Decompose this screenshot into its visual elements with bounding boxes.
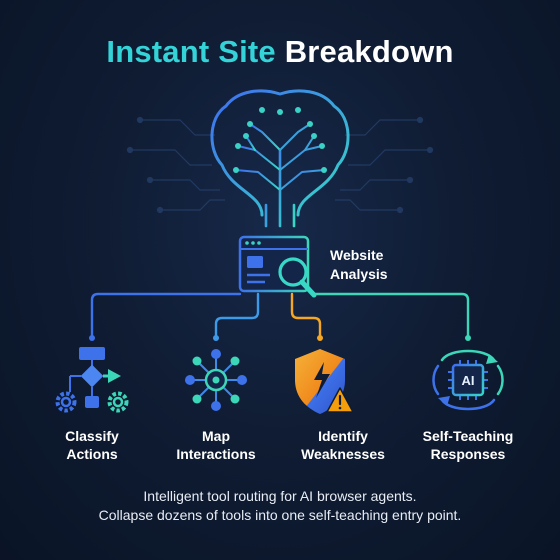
- shield-warning-icon: [295, 349, 354, 414]
- node-label-line2: Weaknesses: [301, 446, 385, 462]
- node-label-line1: Classify: [65, 428, 119, 444]
- node-label-line1: Map: [202, 428, 230, 444]
- brain-circuit-icon: [210, 89, 350, 228]
- website-analysis-icon: [238, 235, 317, 298]
- page-title: Instant Site Breakdown: [0, 34, 560, 70]
- chip-label: AI: [462, 373, 475, 388]
- network-hub-icon: [185, 349, 247, 411]
- node-label-self-teaching: Self-Teaching Responses: [403, 427, 533, 463]
- footer-line2: Collapse dozens of tools into one self-t…: [98, 507, 462, 523]
- background-circuit-traces: [126, 116, 434, 214]
- node-label-line2: Interactions: [176, 446, 256, 462]
- node-label-line1: Self-Teaching: [422, 428, 514, 444]
- center-label: Website Analysis: [330, 246, 410, 284]
- center-label-line1: Website: [330, 247, 384, 263]
- node-label-identify: Identify Weaknesses: [278, 427, 408, 463]
- center-label-line2: Analysis: [330, 266, 388, 282]
- title-rest: Breakdown: [284, 34, 454, 69]
- flowchart-gears-icon: [55, 347, 129, 413]
- title-accent: Instant Site: [106, 34, 276, 69]
- node-label-line1: Identify: [318, 428, 368, 444]
- node-label-map: Map Interactions: [151, 427, 281, 463]
- node-label-classify: Classify Actions: [27, 427, 157, 463]
- connector-lines: [89, 292, 471, 341]
- footer-line1: Intelligent tool routing for AI browser …: [143, 488, 417, 504]
- footer-text: Intelligent tool routing for AI browser …: [0, 487, 560, 525]
- node-label-line2: Actions: [66, 446, 118, 462]
- ai-chip-cycle-icon: AI: [432, 349, 504, 411]
- node-label-line2: Responses: [430, 446, 506, 462]
